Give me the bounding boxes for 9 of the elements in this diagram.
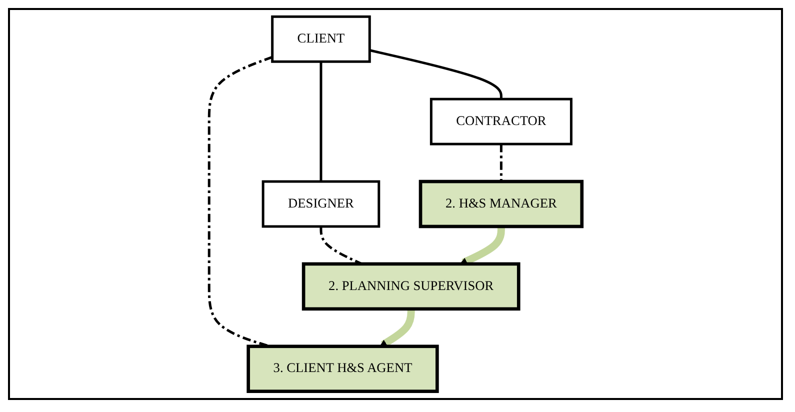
role-box: 2. H&S MANAGER xyxy=(418,180,584,228)
role-box: CONTRACTOR xyxy=(430,98,572,146)
role-box: DESIGNER xyxy=(262,180,380,228)
role-box: 2. PLANNING SUPERVISOR xyxy=(302,262,520,311)
connector-line xyxy=(320,62,322,182)
connector-line xyxy=(500,144,502,182)
role-box: 3. CLIENT H&S AGENT xyxy=(246,344,439,393)
role-box: CLIENT xyxy=(271,15,371,63)
connector-line xyxy=(369,49,502,100)
